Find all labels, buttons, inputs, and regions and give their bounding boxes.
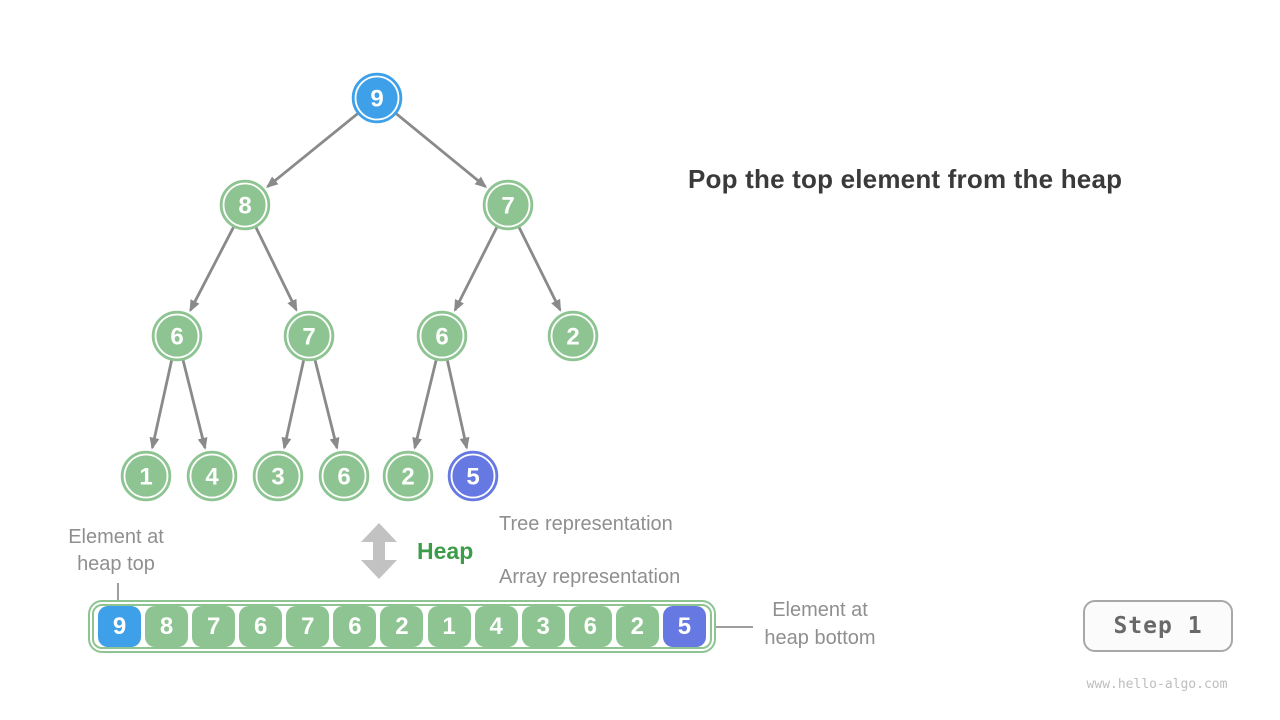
tree-node-value: 4 — [205, 464, 219, 491]
tree-representation-label: Tree representation — [499, 513, 673, 535]
tree-edge — [453, 226, 499, 312]
array-cell: 1 — [427, 606, 471, 647]
heap-top-label-line2: heap top — [77, 553, 155, 575]
tree-node: 6 — [151, 310, 203, 362]
heap-top-label-line1: Element at — [68, 526, 164, 548]
step-badge[interactable]: Step 1 — [1083, 600, 1233, 652]
tree-node-value: 2 — [401, 464, 414, 491]
tree-node-value: 6 — [337, 464, 350, 491]
tree-node: 1 — [120, 450, 172, 502]
array-cell: 7 — [286, 606, 330, 647]
tree-node-value: 3 — [271, 464, 284, 491]
heap-bottom-label: Element at heap bottom — [740, 596, 900, 652]
page-title: Pop the top element from the heap — [688, 164, 1123, 194]
tree-edge — [395, 112, 488, 188]
tree-node-value: 2 — [566, 324, 579, 351]
tree-node: 2 — [547, 310, 599, 362]
heap-top-label: Element at heap top — [36, 524, 196, 578]
tree-node: 8 — [219, 179, 271, 231]
tree-edge — [189, 226, 235, 313]
array-cell: 2 — [380, 606, 424, 647]
tree-node-value: 7 — [501, 193, 514, 220]
tree-node-value: 8 — [238, 193, 251, 220]
tree-node-value: 5 — [466, 464, 479, 491]
tree-edge — [265, 112, 359, 188]
tree-edge — [149, 360, 173, 450]
array-representation-label: Array representation — [499, 566, 681, 588]
tree-node: 2 — [382, 450, 434, 502]
array-cell: 6 — [239, 606, 283, 647]
array-cell: 7 — [192, 606, 236, 647]
heap-bottom-label-line1: Element at — [772, 599, 868, 621]
array-cell: 6 — [333, 606, 377, 647]
tree-edge — [181, 359, 208, 450]
tree-node-value: 7 — [302, 324, 315, 351]
tree-node: 7 — [482, 179, 534, 231]
tree-edge — [313, 359, 340, 450]
tree-node: 4 — [186, 450, 238, 502]
heap-bottom-connector-line — [716, 626, 753, 628]
heap-bottom-label-line2: heap bottom — [764, 627, 876, 649]
array-cell: 4 — [474, 606, 518, 647]
array-cell: 6 — [568, 606, 612, 647]
tree-node-value: 6 — [435, 324, 448, 351]
array-cell: 5 — [662, 606, 706, 647]
tree-node: 6 — [416, 310, 468, 362]
tree-edge — [254, 226, 298, 312]
array-cell: 2 — [615, 606, 659, 647]
tree-edge — [517, 226, 562, 312]
array-cell: 8 — [145, 606, 189, 647]
tree-edges — [149, 112, 562, 450]
heap-label: Heap — [417, 538, 474, 564]
tree-edge — [281, 360, 305, 450]
tree-node: 5 — [447, 450, 499, 502]
tree-edge — [446, 360, 470, 450]
tree-node-value: 9 — [370, 86, 383, 113]
array-cell: 9 — [98, 606, 141, 647]
heap-top-connector-line — [117, 583, 119, 601]
tree-node-value: 1 — [139, 464, 152, 491]
tree-node: 7 — [283, 310, 335, 362]
tree-node: 6 — [318, 450, 370, 502]
heap-tree: 9 8 7 6 7 6 2 1 4 3 6 2 5 — [120, 72, 599, 502]
tree-edge — [412, 359, 438, 450]
watermark: www.hello-algo.com — [1086, 677, 1228, 692]
up-down-arrow-icon — [361, 523, 397, 579]
array-cell: 3 — [521, 606, 565, 647]
tree-node: 3 — [252, 450, 304, 502]
tree-node-value: 6 — [170, 324, 183, 351]
tree-node: 9 — [351, 72, 403, 124]
tree-nodes: 9 8 7 6 7 6 2 1 4 3 6 2 5 — [120, 72, 599, 502]
